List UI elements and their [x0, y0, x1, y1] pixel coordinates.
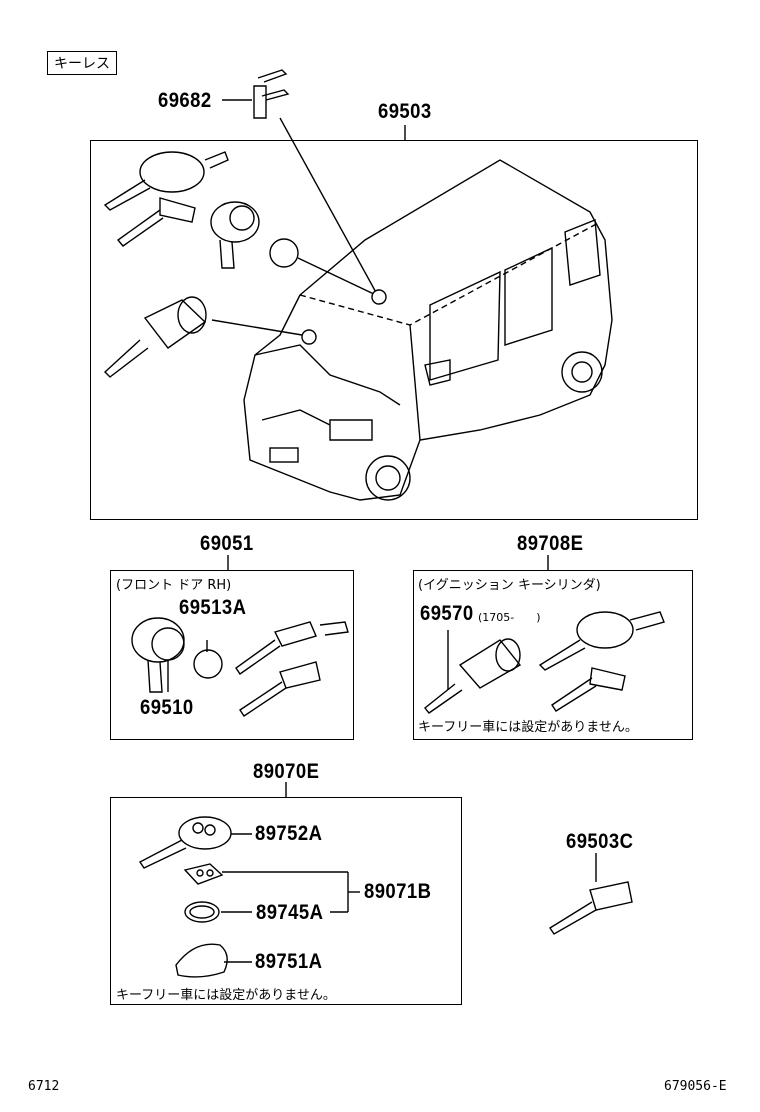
label-69503C: 69503C — [566, 830, 634, 853]
retainer-ring-icon — [269, 238, 299, 268]
case-cover-icon — [175, 943, 228, 978]
leader-clip-to-car — [279, 117, 379, 297]
label-89752A: 89752A — [255, 822, 323, 845]
transmitter-board-icon — [183, 863, 224, 885]
label-89751A: 89751A — [255, 950, 323, 973]
label-69503: 69503 — [378, 100, 432, 123]
label-69682: 69682 — [158, 89, 212, 112]
label-89745A: 89745A — [256, 901, 324, 924]
label-69513A: 69513A — [179, 596, 247, 619]
leader-cyl-to-car — [211, 319, 309, 337]
ignition-key-blade-icon — [551, 667, 626, 712]
label-89708E: 89708E — [517, 532, 584, 555]
label-89071B: 89071B — [364, 880, 432, 903]
label-69051: 69051 — [200, 532, 254, 555]
door-cylinder-icon — [210, 201, 260, 269]
front-door-key-1-icon — [235, 621, 349, 675]
note-ignition: (イグニッション キーシリンダ) — [418, 578, 601, 593]
battery-icon — [184, 901, 220, 923]
note-keyfree-keyless: キーフリー車には設定がありません。 — [116, 988, 336, 1003]
main-vehicle-box — [90, 140, 698, 520]
keyless-box — [110, 797, 462, 1005]
vehicle-icon — [243, 159, 613, 501]
ignition-box — [413, 570, 693, 740]
note-keyfree-ignition: キーフリー車には設定がありません。 — [418, 720, 638, 735]
label-69510: 69510 — [140, 696, 194, 719]
car-target-1 — [371, 289, 387, 305]
note-date-range: (1705- ) — [478, 611, 541, 624]
label-89070E: 89070E — [253, 760, 320, 783]
car-target-2 — [301, 329, 317, 345]
clip-69682-icon — [253, 69, 290, 119]
transmitter-key-icon — [138, 816, 232, 869]
label-69570: 69570 — [420, 602, 474, 625]
main-key-fob-icon — [103, 151, 229, 211]
footer-diagram-code: 679056-E — [664, 1079, 727, 1094]
spare-key-icon — [549, 881, 633, 935]
ignition-cylinder-icon — [103, 296, 207, 378]
front-door-box — [110, 570, 354, 740]
footer-page-number: 6712 — [28, 1079, 60, 1094]
keyless-tag: キーレス — [47, 51, 117, 75]
leader-ring-to-car — [297, 257, 379, 297]
front-door-key-2-icon — [239, 661, 321, 717]
ignition-key-fob-icon — [538, 611, 665, 671]
note-front-door: (フロント ドア RH) — [116, 578, 232, 593]
main-key-blade-icon — [116, 197, 196, 247]
front-door-ring-icon — [193, 649, 223, 679]
front-door-cylinder-icon — [131, 617, 185, 693]
ignition-cyl-small-icon — [424, 638, 522, 714]
